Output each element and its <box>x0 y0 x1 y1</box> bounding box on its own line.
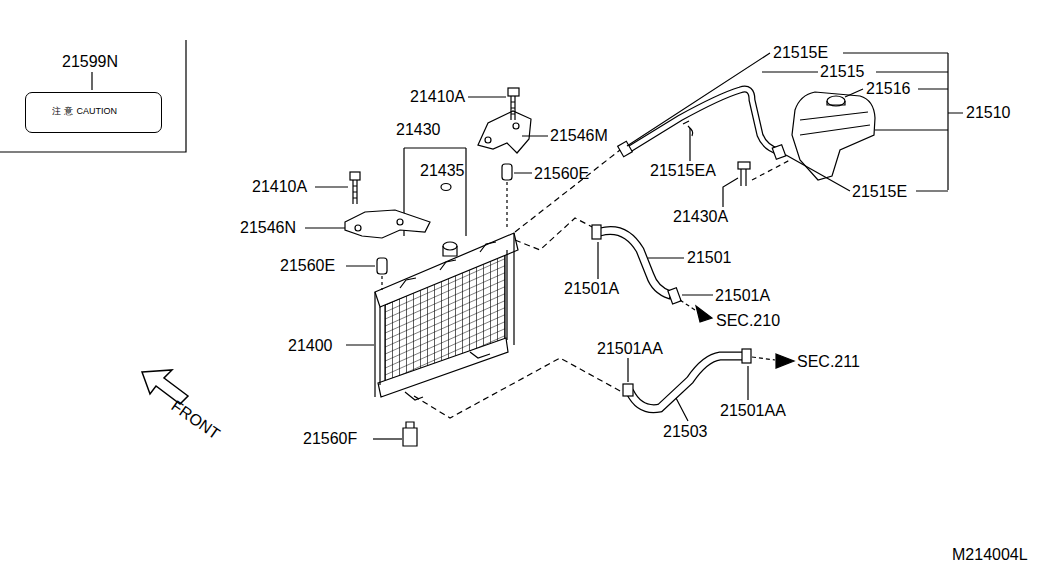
callout-number: 21430 <box>396 121 441 139</box>
sticker-text: CAUTION <box>77 106 118 117</box>
sticker-text: 注 意 <box>52 106 73 117</box>
callout-number: 21503 <box>663 423 708 441</box>
callout-number: 21410A <box>410 88 465 106</box>
callout-number: 21599N <box>62 53 118 71</box>
callout-number: 21515E <box>852 183 907 201</box>
callout-number: 21515EA <box>650 162 716 180</box>
callout-number: 21516 <box>866 80 911 98</box>
callout-number: 21515 <box>820 63 865 81</box>
callout-number: 21515E <box>773 44 828 62</box>
callout-number: 21501A <box>715 287 770 305</box>
callout-number: 21560E <box>534 165 589 183</box>
section-reference: SEC.211 <box>797 353 860 371</box>
callout-number: 21501AA <box>597 340 663 358</box>
diagram-code: M214004L <box>952 546 1028 564</box>
callout-number: 21430A <box>673 208 728 226</box>
callout-number: 21501AA <box>720 402 786 420</box>
callout-number: 21560F <box>303 430 357 448</box>
direction-label: FRONT <box>168 397 223 443</box>
caution-sticker: 注 意 CAUTION <box>25 92 162 133</box>
callout-number: 21546N <box>240 219 296 237</box>
section-reference: SEC.210 <box>716 312 780 330</box>
callout-number: 21400 <box>288 337 333 355</box>
callout-number: 21501 <box>687 249 732 267</box>
callout-number: 21435 <box>420 162 465 180</box>
callout-number: 21560E <box>280 257 335 275</box>
callout-number: 21510 <box>966 104 1011 122</box>
callout-number: 21501A <box>564 280 619 298</box>
callout-number: 21546M <box>550 127 608 145</box>
callout-number: 21410A <box>252 178 307 196</box>
